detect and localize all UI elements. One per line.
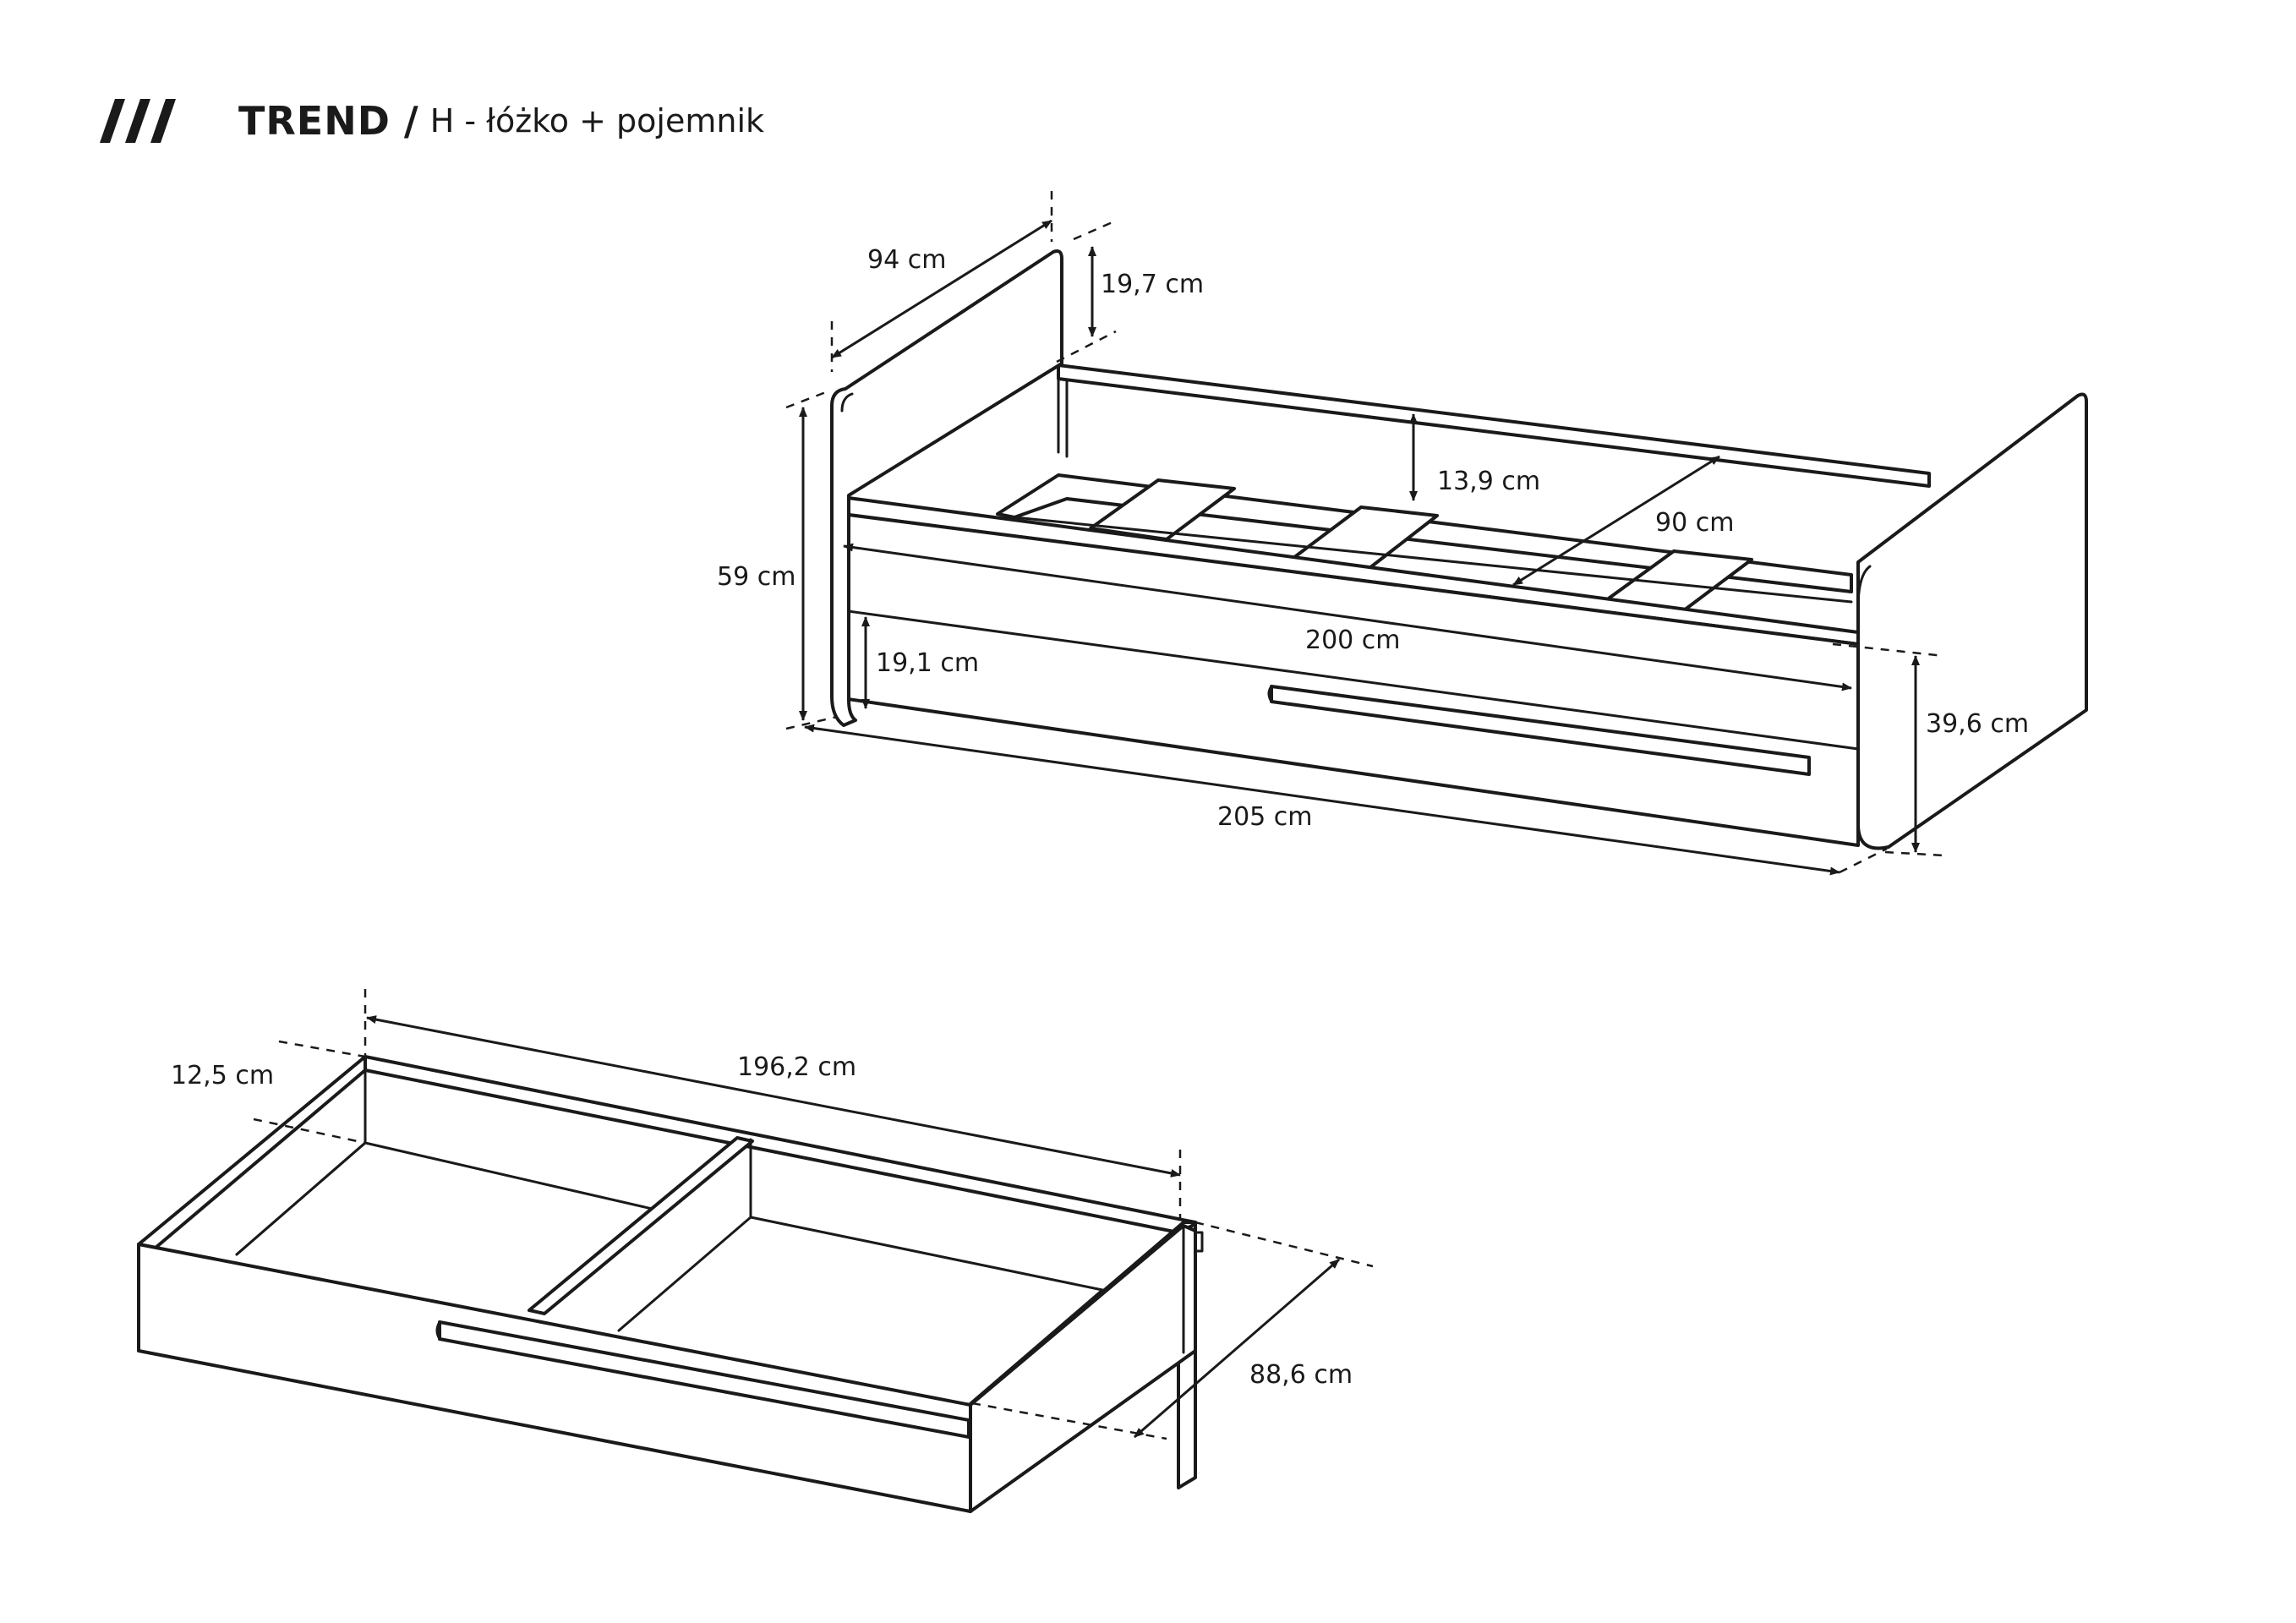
page-header: TREND / H - łóżko + pojemnik [100,91,764,150]
drawer-height-label: 12,5 cm [171,1061,274,1090]
bed-headboard-top-label: 19,7 cm [1101,270,1204,299]
drawer-depth-label: 88,6 cm [1249,1360,1353,1390]
bed-base-height-label: 19,1 cm [876,648,979,678]
triple-slash-icon [100,99,176,143]
drawer-clip [1194,1231,1204,1253]
bed-dimension-labels: 94 cm 19,7 cm 13,9 cm 90 cm 59 cm 200 cm… [717,245,2029,832]
bed-inner-length-label: 200 cm [1305,626,1401,655]
drawer-dimension-lines [253,989,1374,1440]
title-separator: / [403,98,418,144]
bed-footboard [1856,392,2088,850]
bed-depth-label: 94 cm [867,245,946,275]
bed-side-height-label: 39,6 cm [1926,709,2029,739]
bed-back-rail [1057,363,1931,488]
bed-inner-width-label: 90 cm [1655,508,1734,538]
drawer-divider [528,1136,754,1315]
page-title: TREND [238,98,391,144]
drawer-drawing: 12,5 cm 196,2 cm 88,6 cm [137,989,1374,1513]
bed-dimension-lines [785,191,1945,876]
drawer-handle [438,1320,970,1439]
bed-total-height-label: 59 cm [717,562,795,592]
bed-inner-height-label: 13,9 cm [1437,467,1540,496]
page-subtitle: H - łóżko + pojemnik [429,102,765,139]
bed-total-length-label: 205 cm [1217,802,1313,832]
drawer-length-label: 196,2 cm [737,1052,856,1082]
drawer-back-wall [364,1055,1197,1238]
drawer-dimension-labels: 12,5 cm 196,2 cm 88,6 cm [171,1052,1353,1390]
bed-drawing: 94 cm 19,7 cm 13,9 cm 90 cm 59 cm 200 cm… [717,191,2088,876]
